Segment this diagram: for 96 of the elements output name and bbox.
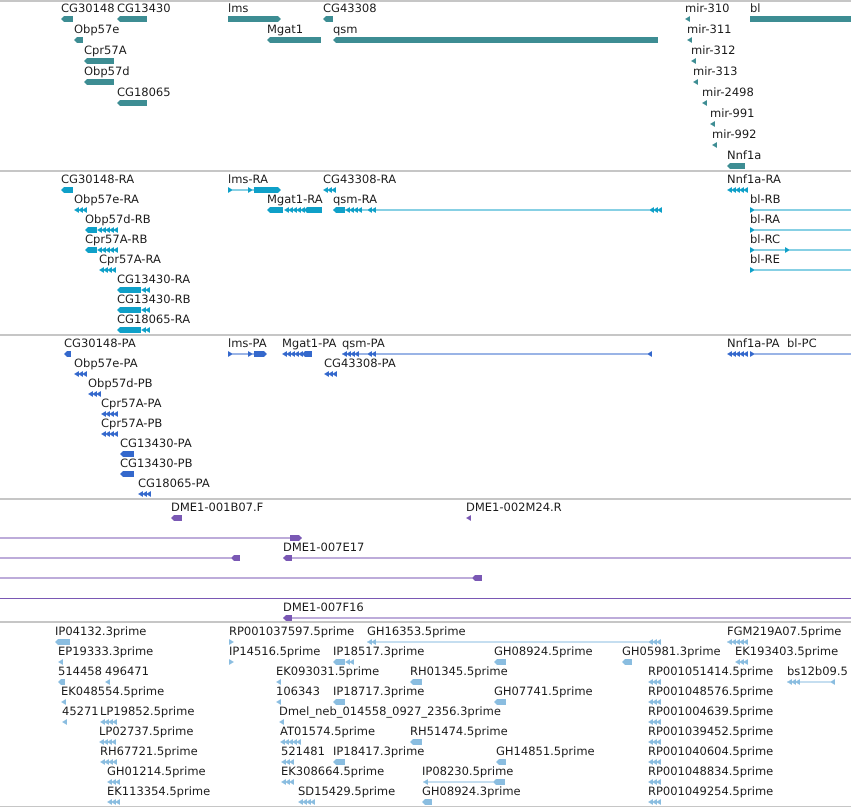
transcript-label: Cpr57A-RB [85,233,148,245]
est-label: RP001037597.5prime [229,625,354,637]
gene-label: Mgat1 [267,23,304,35]
est-label: RH01345.5prime [410,665,508,677]
est-label: 521481 [281,745,325,757]
est-label: FGM219A07.5prime [727,625,842,637]
gene-label: mir-312 [691,44,736,56]
est-label: RP001048576.5prime [648,685,774,697]
protein-label: Cpr57A-PB [101,417,162,429]
est-label: GH01214.5prime [107,765,206,777]
gene-label: Nnf1a [727,149,762,161]
gene-label: mir-311 [687,23,732,35]
est-label: IP18417.3prime [333,745,424,757]
est-label: 106343 [276,685,320,697]
est-label: IP18717.3prime [333,685,424,697]
transcript-label: CG30148-RA [61,173,134,185]
est-label: RP001051414.5prime [648,665,774,677]
clone-label: DME1-001B07.F [171,501,264,513]
transcript-label: Nnf1a-RA [727,173,781,185]
protein-label: bl-PC [787,337,817,349]
gene-label: bl [750,2,760,14]
transcript-label: lms-RA [228,173,268,185]
est-label: SD15429.5prime [298,785,396,797]
gene-label: qsm [333,23,358,35]
est-label: RP001040604.5prime [648,745,774,757]
est-label: EK193403.5prime [735,645,838,657]
est-label: LP02737.5prime [99,725,194,737]
gene-label: CG13430 [117,2,171,14]
est-label: RH67721.5prime [100,745,198,757]
protein-label: CG13430-PB [120,457,192,469]
gene-label: mir-992 [712,128,756,140]
est-label: IP14516.5prime [229,645,320,657]
clone-label: DME1-007F16 [283,601,364,613]
est-label: RP001048834.5prime [648,765,774,777]
transcript-label: bl-RA [750,213,780,225]
transcript-label: Cpr57A-RA [99,253,161,265]
transcript-label: qsm-RA [333,193,378,205]
est-label: bs12b09.5 [787,665,848,677]
gene-label: CG30148 [61,2,115,14]
est-label: IP08230.5prime [422,765,514,777]
est-label: Dmel_neb_014558_0927_2356.3prime [279,705,501,717]
est-label: EK093031.5prime [276,665,380,677]
est-label: GH05981.3prime [622,645,721,657]
est-label: LP19852.5prime [100,705,194,717]
est-label: RP001039452.5prime [648,725,774,737]
protein-label: CG18065-PA [138,477,210,489]
est-label: 496471 [105,665,149,677]
gene-label: mir-313 [693,65,738,77]
transcript-label: CG43308-RA [323,173,396,185]
protein-label: CG30148-PA [64,337,136,349]
protein-label: qsm-PA [342,337,385,349]
protein-label: Mgat1-PA [282,337,336,349]
clone-label: DME1-007E17 [283,541,364,553]
transcript-label: Mgat1-RA [267,193,323,205]
transcript-label: CG13430-RB [117,293,191,305]
protein-label: lms-PA [228,337,267,349]
est-label: EK113354.5prime [107,785,210,797]
est-label: IP04132.3prime [55,625,146,637]
gene-label: Obp57d [84,65,130,77]
gene-label: mir-2498 [702,86,754,98]
est-label: GH07741.5prime [494,685,593,697]
protein-label: Nnf1a-PA [727,337,780,349]
clone-label: DME1-002M24.R [466,501,562,513]
est-label: EK308664.5prime [281,765,384,777]
est-label: GH16353.5prime [367,625,466,637]
protein-label: Cpr57A-PA [101,397,162,409]
est-label: RP001004639.5prime [648,705,774,717]
protein-label: Obp57d-PB [88,377,153,389]
gene-label: mir-310 [685,2,730,14]
transcript-label: CG13430-RA [117,273,190,285]
gene-label: CG18065 [117,86,171,98]
gene-label: Obp57e [74,23,120,35]
gene-label: CG43308 [323,2,377,14]
est-label: GH14851.5prime [496,745,595,757]
transcript-label: bl-RC [750,233,780,245]
est-label: 45271 [62,705,99,717]
est-label: AT01574.5prime [280,725,376,737]
est-label: EP19333.3prime [58,645,154,657]
est-label: 514458 [58,665,102,677]
transcript-label: CG18065-RA [117,313,190,325]
transcript-label: bl-RB [750,193,781,205]
gene-label: lms [228,2,248,14]
est-label: IP18517.3prime [333,645,424,657]
protein-label: CG13430-PA [120,437,192,449]
est-label: GH08924.5prime [494,645,593,657]
gene-label: Cpr57A [84,44,127,56]
est-label: RP001049254.5prime [648,785,774,797]
est-label: EK048554.5prime [61,685,164,697]
protein-label: CG43308-PA [324,357,396,369]
transcript-label: Obp57d-RB [85,213,151,225]
est-label: GH08924.3prime [422,785,521,797]
gene-label: mir-991 [710,107,754,119]
protein-label: Obp57e-PA [74,357,138,369]
transcript-label: Obp57e-RA [74,193,139,205]
est-label: RH51474.5prime [410,725,508,737]
transcript-label: bl-RE [750,253,780,265]
